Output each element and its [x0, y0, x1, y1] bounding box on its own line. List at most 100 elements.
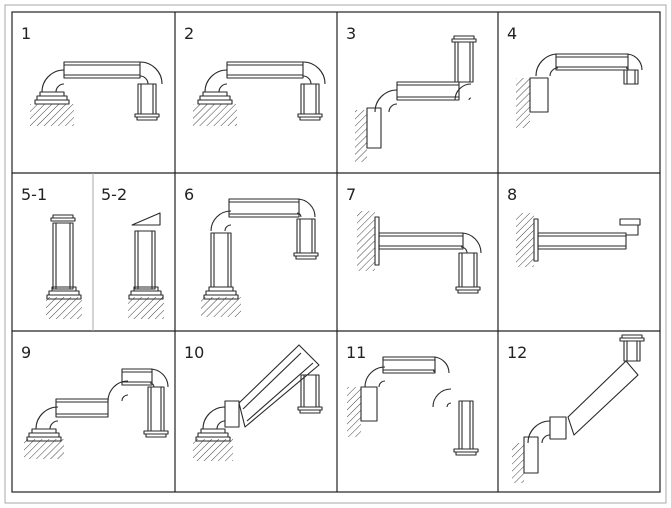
base-ring	[205, 290, 237, 296]
cell-label-8: 8	[507, 185, 518, 204]
ground-hatch	[30, 104, 74, 126]
ground-hatch	[516, 78, 530, 128]
base-ring	[36, 95, 68, 101]
wall-bracket	[366, 107, 382, 149]
elbow-joint	[302, 61, 326, 85]
tube-horizontal	[555, 53, 629, 71]
diagram-cell-11	[347, 356, 479, 456]
tube-vertical	[52, 222, 74, 290]
tube-horizontal	[382, 356, 436, 374]
base-plate	[197, 99, 233, 105]
tube-horizontal	[378, 232, 464, 250]
tube-horizontal	[226, 61, 304, 79]
tube-horizontal	[55, 398, 109, 418]
end-cap	[295, 255, 317, 260]
base-ring	[28, 432, 60, 438]
wall-bracket	[360, 386, 378, 422]
cell-label-6: 6	[184, 185, 195, 204]
cell-label-5-1: 5-1	[21, 185, 48, 204]
wall-bracket	[529, 77, 549, 113]
cell-label-10: 10	[184, 343, 205, 362]
cell-label-3: 3	[346, 24, 357, 43]
elbow-joint	[210, 210, 232, 232]
elbow-joint	[296, 198, 316, 218]
elbow-joint	[454, 83, 472, 101]
ground-hatch	[193, 104, 237, 126]
cell-label-12: 12	[507, 343, 528, 362]
tube-horizontal	[396, 81, 460, 101]
diagram-cell-6	[201, 198, 319, 317]
base-ring	[200, 428, 226, 434]
diagram-cell-12	[512, 334, 645, 483]
base-ring	[31, 428, 57, 434]
diagram-cell-10	[193, 344, 323, 461]
diagram-cell-4	[516, 53, 643, 128]
elbow-joint	[625, 53, 643, 71]
angled-tube	[238, 344, 320, 428]
tube-vertical	[623, 340, 641, 362]
tube-horizontal	[228, 198, 300, 218]
outer-frame	[4, 4, 667, 504]
elbow-joint	[374, 89, 398, 113]
angled-tube	[567, 360, 639, 436]
end-cap	[136, 116, 158, 121]
diagram-cell-3	[355, 35, 477, 162]
end-cap	[145, 433, 167, 438]
cell-label-11: 11	[346, 343, 367, 362]
elbow-joint	[107, 380, 129, 402]
cell-label-9: 9	[21, 343, 32, 362]
wall-bracket	[523, 436, 539, 474]
base-ring	[197, 432, 229, 438]
tube-vertical	[458, 400, 474, 450]
tube-vertical	[147, 386, 165, 432]
end-cap	[299, 409, 321, 414]
diagram-cell-9	[24, 368, 169, 459]
end-cap	[619, 218, 641, 226]
tube-vertical	[134, 230, 156, 290]
top-cap	[453, 35, 475, 40]
base-ring	[39, 91, 65, 97]
elbow-joint	[202, 406, 226, 430]
cell-label-1: 1	[21, 24, 32, 43]
elbow-joint	[41, 69, 65, 93]
ground-hatch	[46, 297, 82, 319]
base-ring	[51, 286, 77, 292]
ground-hatch	[193, 439, 233, 461]
elbow-joint	[535, 53, 559, 77]
ground-hatch	[355, 110, 367, 162]
base-ring	[48, 290, 80, 296]
base-ring	[199, 95, 231, 101]
base-ring	[208, 286, 234, 292]
ground-hatch	[512, 443, 524, 483]
tube-vertical	[623, 69, 639, 85]
ground-hatch	[347, 387, 361, 437]
diagram-cell-5	[46, 212, 164, 319]
tube-horizontal	[537, 232, 627, 250]
elbow-joint	[139, 61, 163, 85]
joint-block	[549, 416, 567, 440]
elbow-joint	[460, 232, 482, 254]
base-ring	[133, 286, 159, 292]
ground-hatch	[24, 439, 64, 459]
top-cap	[621, 334, 643, 339]
grid-border	[11, 11, 661, 493]
wall-plate	[533, 218, 539, 262]
grid-lines	[11, 11, 661, 493]
elbow-joint	[364, 366, 386, 388]
ground-hatch	[128, 297, 164, 319]
base-plate	[34, 99, 70, 105]
base-ring	[202, 91, 228, 97]
elbow-joint	[204, 69, 228, 93]
diagram-cell-1	[30, 61, 163, 126]
tube-horizontal	[121, 368, 153, 386]
joint-block	[224, 400, 240, 428]
wall-plate	[374, 216, 380, 266]
tube-vertical	[210, 232, 232, 288]
sloped-cap	[131, 212, 161, 226]
diagram-cell-2	[193, 61, 326, 126]
diagram-drawings	[24, 35, 645, 483]
elbow-joint	[35, 406, 59, 430]
tube-horizontal	[63, 61, 141, 79]
cell-label-7: 7	[346, 185, 357, 204]
